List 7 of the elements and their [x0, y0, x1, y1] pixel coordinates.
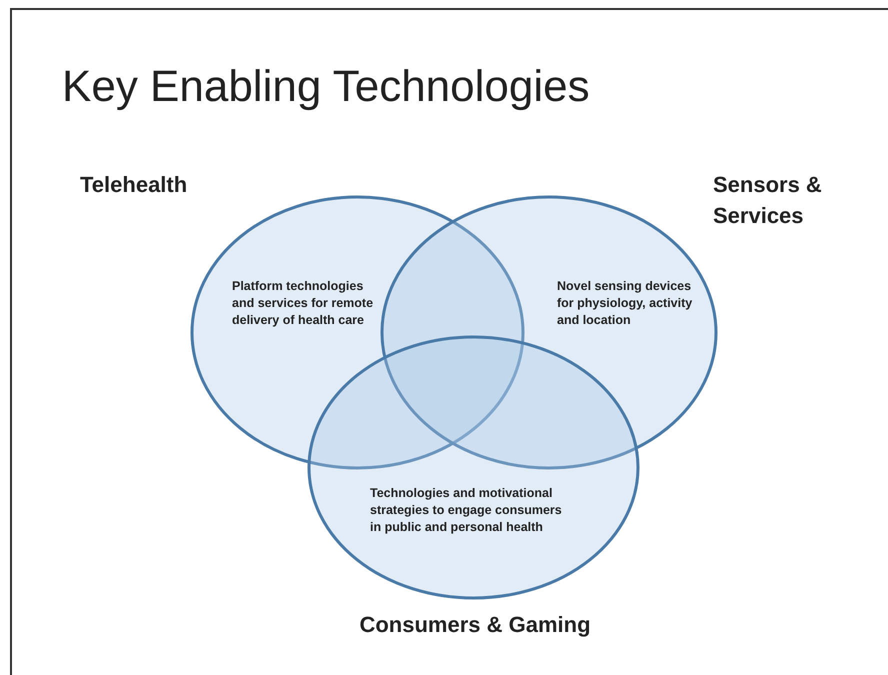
slide-title: Key Enabling Technologies: [62, 62, 590, 112]
circle-description: Technologies and motivational strategies to engage consumers in public and personal health: [370, 485, 563, 536]
circle-heading: Consumers & Gaming: [358, 611, 592, 639]
circle-description: Novel sensing devices for physiology, activity and location: [557, 278, 694, 329]
circle-description: Platform technologies and services for remote delivery of health care: [232, 278, 374, 329]
circle-heading: Telehealth: [80, 171, 188, 199]
circle-heading: Sensors & Services: [713, 171, 823, 230]
